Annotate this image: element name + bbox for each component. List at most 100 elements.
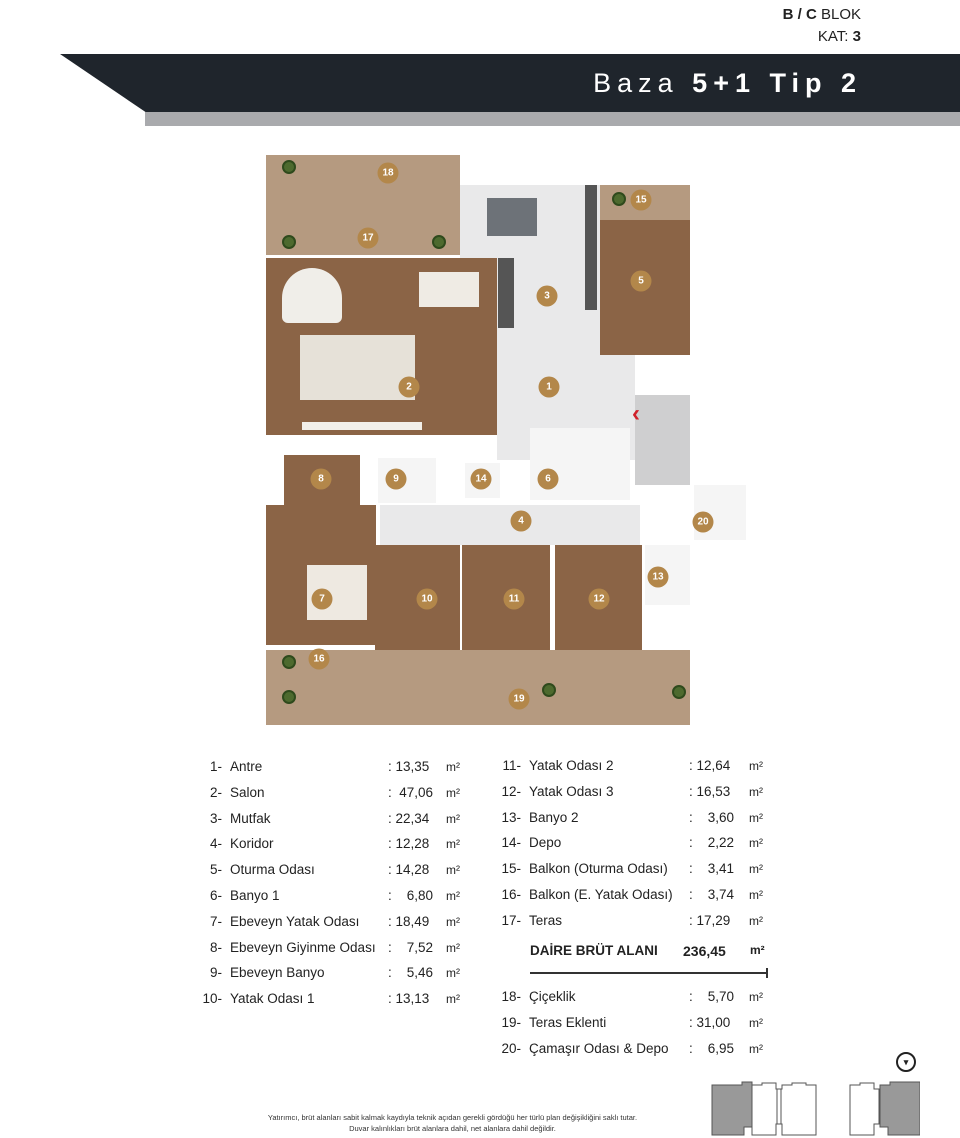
room-name: Banyo 2 — [529, 809, 579, 825]
room-name: Balkon (Oturma Odası) — [529, 861, 668, 877]
area-unit: m² — [446, 785, 460, 800]
room-area: : 31,00 — [689, 1014, 731, 1030]
room-badge-18: 18 — [377, 162, 399, 184]
room-name: Teras — [529, 912, 563, 928]
room-number: 5- — [209, 862, 222, 878]
building-keyplan — [711, 1081, 920, 1136]
dining-table — [487, 198, 537, 236]
room-area: : 12,64 — [689, 758, 731, 773]
room-name: Salon — [230, 784, 265, 800]
bedroom-2-floor — [462, 545, 550, 670]
room-badge-9: 9 — [385, 468, 407, 490]
area-unit: m² — [446, 811, 460, 826]
plant-icon — [282, 655, 296, 669]
kitchen-island — [498, 258, 514, 328]
block-label: BLOK — [820, 6, 861, 23]
room-name: Çiçeklik — [529, 989, 576, 1004]
room-number: 20- — [501, 1040, 521, 1056]
room-badge-20: 20 — [692, 511, 714, 533]
area-unit: m² — [446, 966, 460, 981]
disclaimer-note: Yatırımcı, brüt alanları sabit kalmak ka… — [200, 1112, 705, 1134]
title-band-shadow — [145, 112, 960, 126]
room-badge-13: 13 — [647, 566, 669, 588]
room-name: Çamaşır Odası & Depo — [529, 1040, 669, 1056]
area-unit: m² — [749, 990, 763, 1004]
piano — [282, 268, 342, 323]
floor-label: KAT: — [817, 28, 849, 45]
corridor-floor — [380, 505, 640, 545]
shaft-area — [635, 395, 690, 485]
area-unit: m² — [446, 760, 460, 774]
area-unit: m² — [749, 810, 763, 825]
room-name: Oturma Odası — [230, 862, 315, 878]
room-badge-3: 3 — [536, 285, 558, 307]
area-unit: m² — [749, 759, 763, 773]
room-badge-17: 17 — [357, 227, 379, 249]
page-title: Baza 5+1 Tip 2 — [593, 68, 862, 98]
room-number: 4- — [209, 836, 222, 852]
room-badge-12: 12 — [588, 588, 610, 610]
plant-icon — [282, 690, 296, 704]
room-number: 15- — [501, 861, 521, 877]
room-name: Antre — [230, 759, 263, 774]
total-unit: m² — [750, 943, 765, 957]
floor-plan: ‹ 1 2 3 4 5 6 7 8 9 10 11 12 13 14 15 16… — [262, 150, 746, 730]
area-unit: m² — [749, 913, 763, 928]
total-label: DAİRE BRÜT ALANI — [530, 943, 658, 958]
floor-number: 3 — [852, 28, 861, 45]
area-unit: m² — [446, 940, 460, 955]
room-number: 6- — [209, 888, 222, 903]
room-number: 8- — [209, 939, 222, 955]
room-number: 9- — [209, 965, 222, 981]
room-area: : 17,29 — [689, 912, 731, 928]
room-number: 11- — [502, 758, 521, 773]
kitchen-counter — [585, 185, 597, 310]
terrace-16-19 — [266, 650, 690, 725]
room-number: 17- — [501, 912, 521, 928]
room-number: 2- — [209, 784, 222, 800]
area-unit: m² — [446, 837, 460, 852]
plant-icon — [282, 160, 296, 174]
room-area: : 22,34 — [388, 810, 430, 826]
total-value: 236,45 — [683, 943, 726, 959]
room-area: : 13,13 — [388, 991, 430, 1007]
area-unit: m² — [446, 914, 460, 929]
title-band — [60, 54, 960, 112]
room-name: Banyo 1 — [230, 888, 280, 903]
room-name: Ebeveyn Yatak Odası — [230, 913, 360, 929]
room-number: 16- — [501, 887, 521, 902]
room-badge-15: 15 — [630, 189, 652, 211]
room-number: 19- — [501, 1014, 521, 1030]
sofa-set — [300, 335, 415, 400]
room-area: : 6,95 — [689, 1040, 735, 1056]
room-area: : 3,60 — [689, 809, 735, 825]
area-unit: m² — [446, 889, 460, 903]
room-name: Ebeveyn Banyo — [230, 965, 325, 981]
plant-icon — [432, 235, 446, 249]
bedroom-1-floor — [375, 545, 460, 670]
room-area: : 3,74 — [689, 887, 735, 902]
room-number: 14- — [501, 835, 521, 851]
room-badge-7: 7 — [311, 588, 333, 610]
room-area: : 6,80 — [388, 888, 434, 903]
room-badge-6: 6 — [537, 468, 559, 490]
room-name: Depo — [529, 835, 562, 851]
room-area: : 13,35 — [388, 759, 430, 774]
room-number: 18- — [501, 989, 521, 1004]
room-name: Koridor — [230, 836, 274, 852]
room-area: : 18,49 — [388, 913, 430, 929]
block-letter: B / C — [782, 6, 817, 23]
plant-icon — [612, 192, 626, 206]
room-badge-4: 4 — [510, 510, 532, 532]
room-area: : 12,28 — [388, 836, 430, 852]
area-unit: m² — [749, 1015, 763, 1030]
disclaimer-line: Yatırımcı, brüt alanları sabit kalmak ka… — [267, 1113, 638, 1122]
room-badge-1: 1 — [538, 376, 560, 398]
area-unit: m² — [749, 836, 763, 851]
room-badge-19: 19 — [508, 688, 530, 710]
room-area: : 2,22 — [689, 835, 735, 851]
area-unit: m² — [749, 1041, 763, 1056]
disclaimer-line: Duvar kalınlıkları brüt alanlara dahil, … — [349, 1124, 556, 1133]
room-number: 10- — [202, 991, 222, 1007]
total-divider — [530, 972, 767, 974]
